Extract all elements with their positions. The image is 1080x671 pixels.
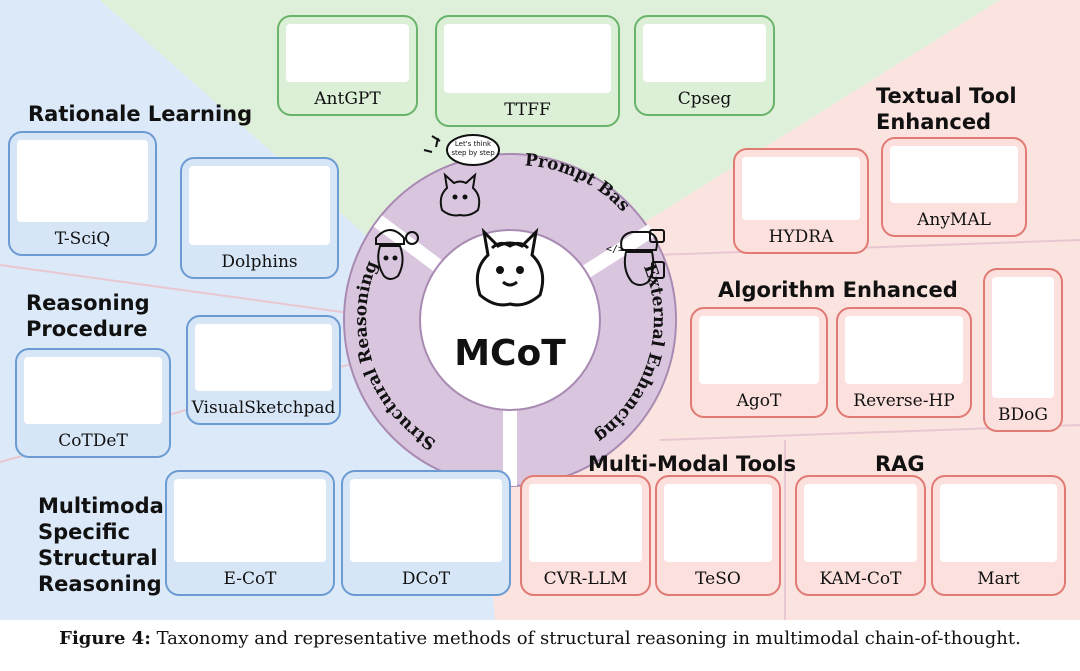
- structural-reasoning-label: Structural Reasoning: [351, 258, 439, 454]
- method-thumbnail: [189, 166, 330, 245]
- method-thumbnail: [643, 24, 766, 82]
- method-label: Mart: [977, 569, 1020, 589]
- method-thumbnail: [529, 484, 642, 562]
- method-thumbnail: [350, 479, 502, 562]
- section-line: Structural: [38, 546, 158, 570]
- section-rag: RAG: [875, 452, 925, 476]
- method-thumbnail: [286, 24, 409, 82]
- method-thumbnail: [174, 479, 326, 562]
- method-card-teso: TeSO: [655, 475, 781, 596]
- method-label: CoTDeT: [58, 431, 128, 451]
- section-multimodal-structural: Multimodal Specific Structural Reasoning: [38, 493, 171, 597]
- method-label: BDoG: [998, 405, 1048, 425]
- method-card-dcot: DCoT: [341, 470, 511, 596]
- method-card-dolphins: Dolphins: [180, 157, 339, 279]
- method-label: Reverse-HP: [853, 391, 955, 411]
- method-thumbnail: [742, 157, 860, 220]
- method-label: AgoT: [736, 391, 782, 411]
- llama-icon: [475, 227, 545, 307]
- method-thumbnail: [992, 277, 1054, 398]
- svg-text:</>: </>: [606, 244, 624, 255]
- section-line: Reasoning: [38, 572, 162, 596]
- method-label: Dolphins: [221, 252, 298, 272]
- method-thumbnail: [24, 357, 162, 424]
- method-label: TTFF: [504, 100, 551, 120]
- structural-llama-icon: [375, 229, 419, 280]
- external-llama-icon: </>: [606, 229, 665, 286]
- method-card-e-cot: E-CoT: [165, 470, 335, 596]
- bubble-text-1: Let's think: [455, 140, 492, 148]
- method-card-antgpt: AntGPT: [277, 15, 418, 116]
- method-card-anymal: AnyMAL: [881, 137, 1027, 237]
- section-line: Textual Tool: [876, 84, 1017, 108]
- method-label: CVR-LLM: [543, 569, 628, 589]
- external-enhancing-label: External Enhancing: [591, 261, 669, 446]
- method-card-cvr-llm: CVR-LLM: [520, 475, 651, 596]
- method-card-cpseg: Cpseg: [634, 15, 775, 116]
- method-card-kam-cot: KAM-CoT: [795, 475, 926, 596]
- method-label: HYDRA: [768, 227, 834, 247]
- method-label: TeSO: [695, 569, 741, 589]
- method-card-t-sciq: T-SciQ: [8, 131, 157, 256]
- method-card-agot: AgoT: [690, 307, 828, 418]
- method-thumbnail: [444, 24, 611, 93]
- method-thumbnail: [890, 146, 1018, 203]
- center-circle: [419, 229, 601, 411]
- method-label: E-CoT: [223, 569, 277, 589]
- method-card-mart: Mart: [931, 475, 1066, 596]
- method-card-visualsketchpad: VisualSketchpad: [186, 315, 341, 425]
- method-label: Cpseg: [677, 89, 732, 109]
- method-card-hydra: HYDRA: [733, 148, 869, 254]
- caption-text: Taxonomy and representative methods of s…: [156, 628, 1021, 649]
- bubble-text-2: step by step: [451, 149, 495, 157]
- section-algorithm-enhanced: Algorithm Enhanced: [718, 278, 958, 302]
- method-thumbnail: [195, 324, 332, 391]
- method-thumbnail: [804, 484, 917, 562]
- section-line: Multimodal: [38, 494, 171, 518]
- section-textual-tool: Textual Tool Enhanced: [876, 83, 1017, 135]
- center-title: MCoT: [454, 333, 566, 374]
- taxonomy-figure: </> Prompt Based External Enhancing Stru…: [0, 0, 1080, 620]
- method-thumbnail: [664, 484, 772, 562]
- method-label: AntGPT: [314, 89, 381, 109]
- method-card-cotdet: CoTDeT: [15, 348, 171, 458]
- method-thumbnail: [940, 484, 1057, 562]
- section-line: Enhanced: [876, 110, 992, 134]
- method-label: T-SciQ: [54, 229, 111, 249]
- prompt-llama-icon: [423, 134, 500, 217]
- figure-caption: Figure 4: Taxonomy and representative me…: [0, 628, 1080, 649]
- method-thumbnail: [845, 316, 963, 384]
- section-rationale-learning: Rationale Learning: [28, 102, 253, 126]
- method-label: AnyMAL: [917, 210, 991, 230]
- method-card-reverse-hp: Reverse-HP: [836, 307, 972, 418]
- section-line: Specific: [38, 520, 131, 544]
- divider-line: [654, 239, 1080, 256]
- method-thumbnail: [699, 316, 819, 384]
- method-label: VisualSketchpad: [191, 398, 336, 418]
- section-multi-modal-tools: Multi-Modal Tools: [588, 452, 797, 476]
- caption-label: Figure 4:: [59, 628, 151, 649]
- section-reasoning-procedure: Reasoning Procedure: [26, 290, 150, 342]
- section-line: Procedure: [26, 317, 148, 341]
- method-label: KAM-CoT: [819, 569, 902, 589]
- section-line: Reasoning: [26, 291, 150, 315]
- method-label: DCoT: [401, 569, 451, 589]
- method-card-bdog: BDoG: [983, 268, 1063, 432]
- method-thumbnail: [17, 140, 148, 222]
- method-card-ttff: TTFF: [435, 15, 620, 127]
